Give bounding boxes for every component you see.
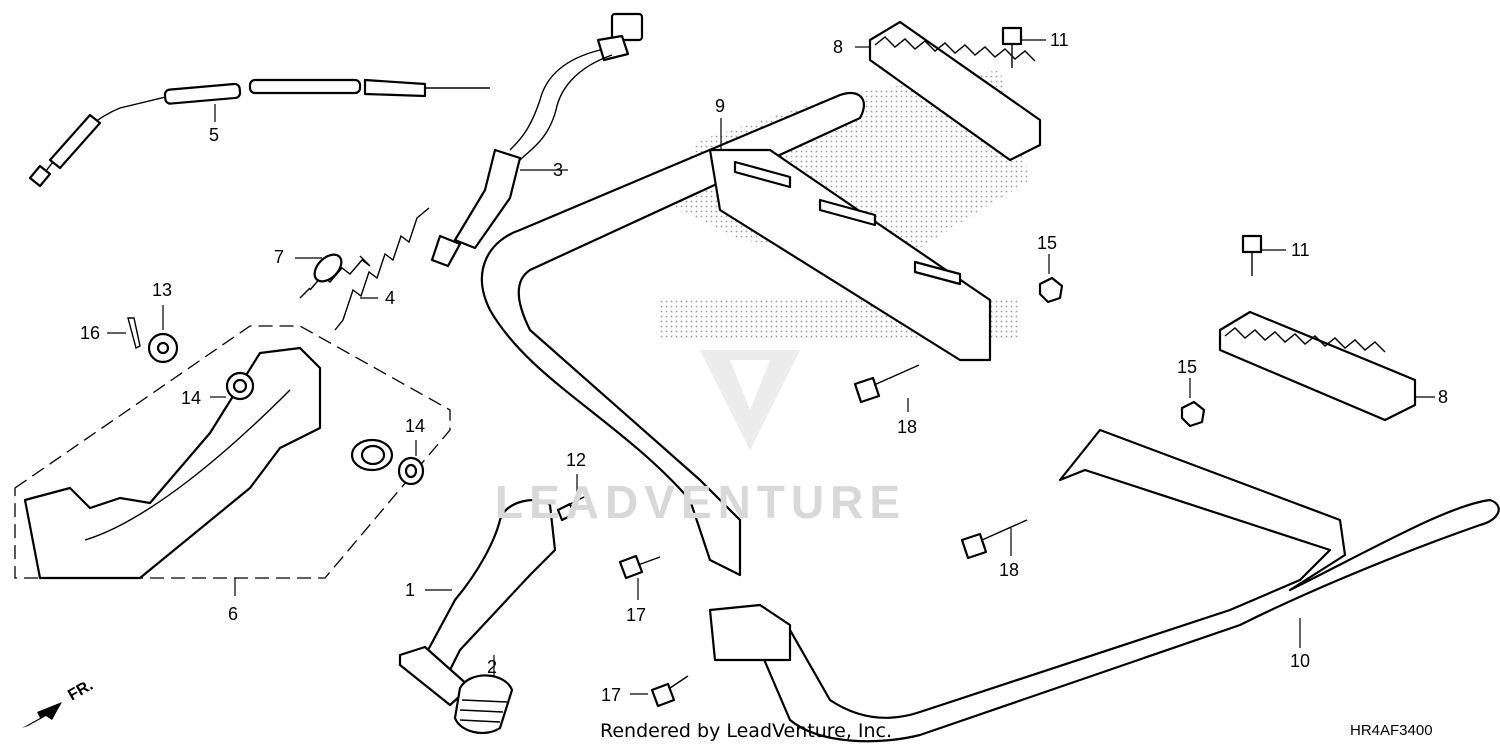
callout-10[interactable]: 10 [1290, 651, 1311, 671]
brake-pedal-part-1[interactable] [398, 498, 557, 707]
callout-1[interactable]: 1 [405, 580, 416, 600]
callout-14-right[interactable]: 14 [405, 416, 426, 436]
spring-part-7[interactable] [295, 250, 371, 299]
nut-part-15-upper[interactable] [1038, 254, 1064, 304]
bolt-part-11-lower[interactable] [1241, 234, 1286, 276]
callout-13[interactable]: 13 [152, 280, 173, 300]
bolt-part-12[interactable] [556, 474, 589, 522]
bolt-part-18-upper[interactable] [853, 364, 920, 412]
bolt-part-17-upper[interactable] [618, 554, 661, 600]
pedal-rubber-part-2[interactable] [453, 655, 514, 735]
callout-8-upper[interactable]: 8 [833, 37, 844, 57]
callout-16[interactable]: 16 [80, 323, 101, 343]
callout-17-lower[interactable]: 17 [601, 685, 622, 705]
seal-part-14-lower[interactable] [397, 440, 425, 486]
front-direction-arrow-icon [22, 702, 62, 728]
callout-5[interactable]: 5 [209, 125, 220, 145]
callout-2[interactable]: 2 [487, 657, 498, 677]
callout-15-lower[interactable]: 15 [1177, 357, 1198, 377]
step-plate-part-8-lower[interactable] [1218, 310, 1435, 422]
cotter-pin-part-16[interactable] [107, 317, 141, 350]
callout-15-upper[interactable]: 15 [1037, 233, 1058, 253]
callout-8-lower[interactable]: 8 [1438, 387, 1449, 407]
bolt-part-17-lower[interactable] [630, 675, 689, 708]
brake-switch-part-3[interactable] [430, 12, 644, 268]
callout-7[interactable]: 7 [274, 247, 285, 267]
callout-4[interactable]: 4 [385, 288, 396, 308]
diagram-code: HR4AF3400 [1350, 722, 1433, 739]
callout-9[interactable]: 9 [715, 96, 726, 116]
washer-part-13[interactable] [147, 305, 179, 364]
render-credit: Rendered by LeadVenture, Inc. [600, 720, 893, 742]
callout-18-lower[interactable]: 18 [999, 560, 1020, 580]
callout-12[interactable]: 12 [566, 450, 587, 470]
callout-11-lower[interactable]: 11 [1291, 240, 1310, 260]
brake-cable-part-5[interactable] [28, 78, 490, 188]
seal-part-14-upper[interactable] [210, 371, 255, 401]
callout-18-upper[interactable]: 18 [897, 417, 918, 437]
nut-part-15-lower[interactable] [1180, 378, 1206, 428]
footpeg-bar-part-9[interactable] [480, 92, 992, 577]
callout-17-upper[interactable]: 17 [626, 605, 647, 625]
footpeg-bar-part-10[interactable] [708, 428, 1500, 743]
leadventure-watermark-text: LEADVENTURE [495, 476, 907, 528]
bolt-part-11-upper[interactable] [1001, 26, 1046, 68]
bolt-part-18-lower[interactable] [960, 519, 1028, 560]
callout-6[interactable]: 6 [228, 604, 239, 624]
brake-pedal-assembly-part-6[interactable] [14, 325, 451, 596]
spring-part-4[interactable] [334, 207, 430, 331]
step-plate-part-8-upper[interactable] [855, 20, 1042, 162]
callout-11-upper[interactable]: 11 [1050, 30, 1069, 50]
callout-14-left[interactable]: 14 [181, 388, 202, 408]
callout-3[interactable]: 3 [553, 160, 564, 180]
